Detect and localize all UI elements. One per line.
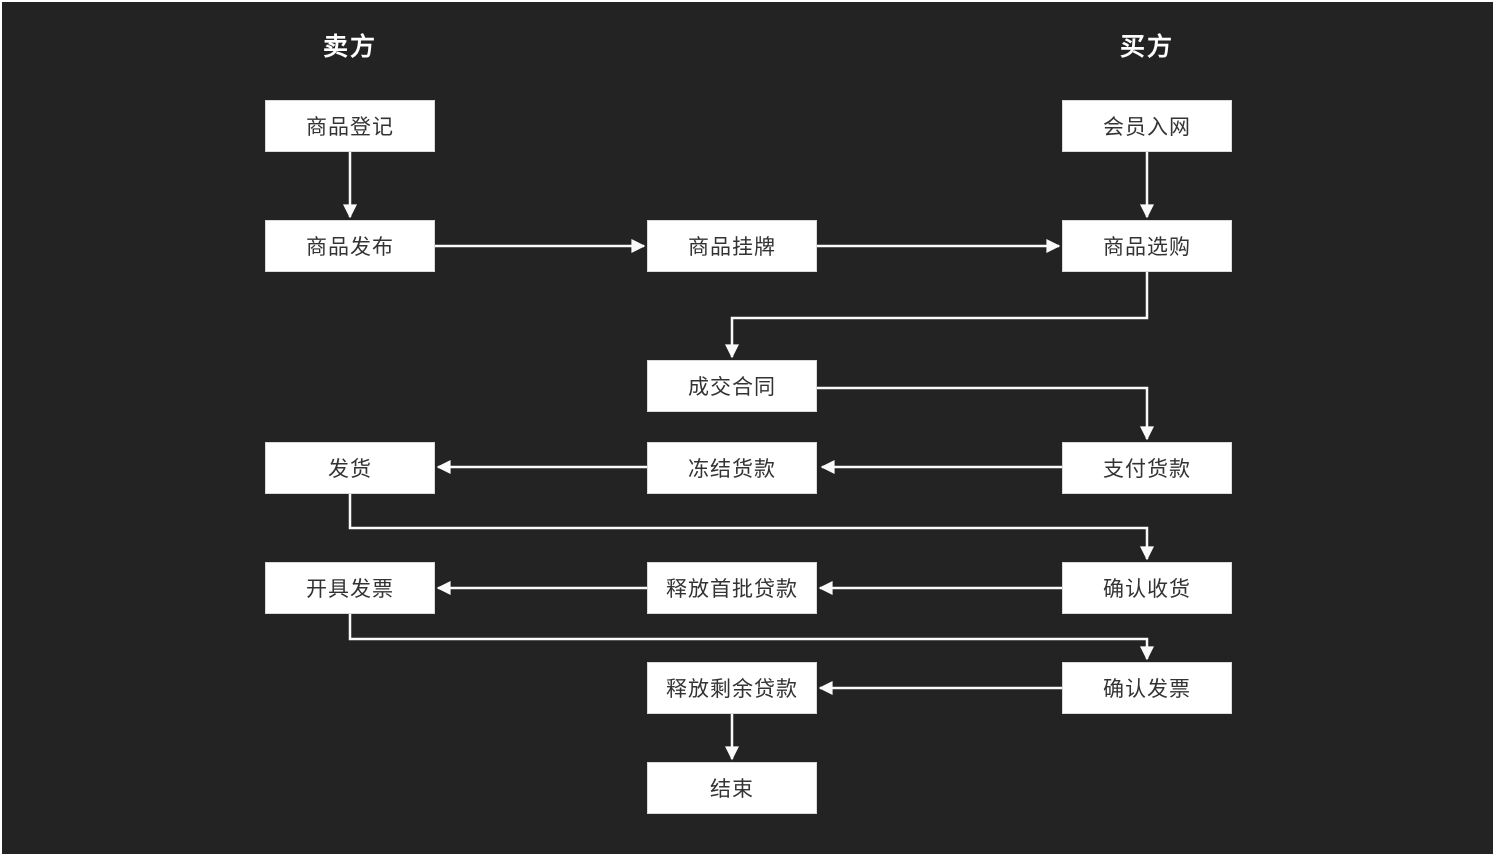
column-header-seller: 卖方 bbox=[322, 32, 377, 61]
edge-deal-contract-to-pay-payment bbox=[817, 386, 1154, 441]
node-goods-registration: 商品登记 bbox=[265, 100, 435, 152]
node-confirm-receipt: 确认收货 bbox=[1062, 562, 1232, 614]
node-issue-invoice: 开具发票 bbox=[265, 562, 435, 614]
node-member-enrollment: 会员入网 bbox=[1062, 100, 1232, 152]
edge-issue-invoice-to-confirm-invoice bbox=[348, 614, 1154, 661]
edge-ship-goods-to-confirm-receipt bbox=[348, 494, 1154, 561]
node-end: 结束 bbox=[647, 762, 817, 814]
node-pay-payment: 支付货款 bbox=[1062, 442, 1232, 494]
node-confirm-invoice: 确认发票 bbox=[1062, 662, 1232, 714]
node-freeze-payment: 冻结货款 bbox=[647, 442, 817, 494]
node-goods-listing: 商品挂牌 bbox=[647, 220, 817, 272]
node-goods-selection: 商品选购 bbox=[1062, 220, 1232, 272]
node-release-remaining-payment: 释放剩余贷款 bbox=[647, 662, 817, 714]
node-deal-contract: 成交合同 bbox=[647, 360, 817, 412]
node-release-first-payment: 释放首批贷款 bbox=[647, 562, 817, 614]
node-goods-publish: 商品发布 bbox=[265, 220, 435, 272]
node-ship-goods: 发货 bbox=[265, 442, 435, 494]
edge-goods-selection-to-deal-contract bbox=[725, 272, 1149, 359]
column-header-buyer: 买方 bbox=[1119, 32, 1174, 61]
